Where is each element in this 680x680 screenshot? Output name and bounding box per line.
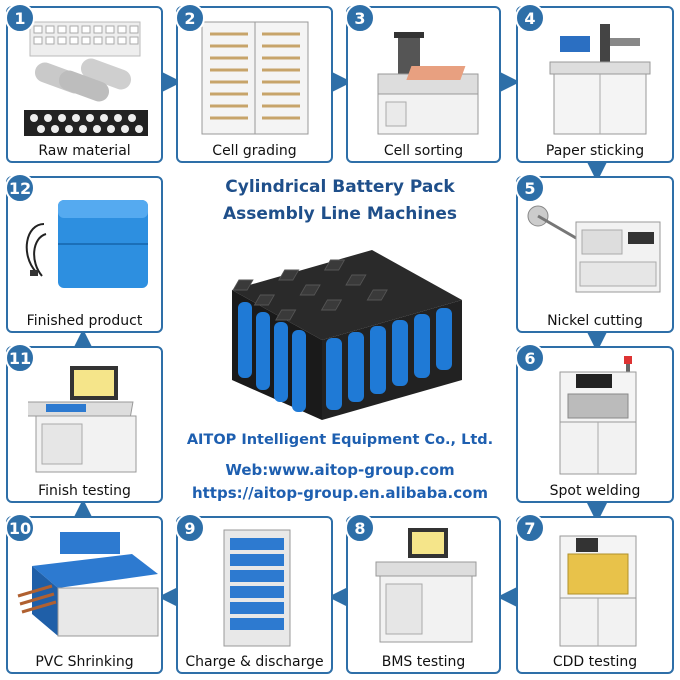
step-number-6: 6 (515, 343, 545, 373)
step-label-11: Finish testing (38, 483, 131, 499)
step-number-11: 11 (5, 343, 35, 373)
step-card-12: 12 Finished product (5, 173, 163, 333)
step-label-1: Raw material (38, 143, 131, 159)
step-number-10: 10 (5, 513, 35, 543)
alibaba-link[interactable]: https://aitop-group.en.alibaba.com (191, 484, 489, 502)
step-label-3: Cell sorting (383, 143, 464, 159)
step-label-2: Cell grading (212, 143, 297, 159)
bms-testing-machine-image (375, 528, 477, 643)
step-card-5: 5 Nickel cutting (515, 173, 674, 333)
step-label-5: Nickel cutting (547, 313, 643, 329)
pvc-shrinking-machine-image (17, 532, 159, 637)
step-label-4: Paper sticking (545, 143, 645, 159)
step-number-2: 2 (175, 3, 205, 33)
step-card-8: 8 BMS testing (345, 513, 501, 674)
step-number-8: 8 (345, 513, 375, 543)
cell-sorting-machine-image (377, 32, 479, 135)
step-label-8: BMS testing (381, 654, 466, 670)
step-label-7: CDD testing (552, 654, 638, 670)
spot-welding-machine-image (559, 356, 637, 475)
website-link[interactable]: Web:www.aitop-group.com (225, 461, 455, 479)
step-number-5: 5 (515, 173, 545, 203)
raw-material-image (24, 21, 148, 136)
battery-pack-image (232, 250, 462, 420)
title-line-2: Assembly Line Machines (223, 204, 457, 224)
step-card-1: 1 Raw material (5, 3, 163, 163)
step-card-2: 2 Cell grading (175, 3, 333, 163)
step-number-4: 4 (515, 3, 545, 33)
step-card-9: 9 Charge & discharge (175, 513, 333, 674)
step-label-6: Spot welding (549, 483, 641, 499)
step-card-7: 7 CDD testing (515, 513, 674, 674)
step-number-1: 1 (5, 3, 35, 33)
step-number-3: 3 (345, 3, 375, 33)
paper-sticking-machine-image (549, 24, 651, 135)
step-label-12: Finished product (26, 313, 143, 329)
step-number-9: 9 (175, 513, 205, 543)
finished-product-image (25, 200, 148, 288)
cell-grading-machine-image (201, 21, 309, 135)
nickel-cutting-machine-image (527, 205, 661, 293)
company-name: AITOP Intelligent Equipment Co., Ltd. (186, 432, 494, 448)
step-card-11: 11 Finish testing (5, 343, 163, 503)
step-number-12: 12 (5, 173, 35, 203)
step-label-9: Charge & discharge (185, 654, 324, 670)
step-card-3: 3 Cell sorting (345, 3, 501, 163)
charge-discharge-cabinet-image (223, 529, 291, 647)
step-card-4: 4 Paper sticking (515, 3, 674, 163)
cdd-testing-machine-image (559, 535, 637, 647)
finish-testing-machine-image (28, 366, 137, 473)
step-card-10: 10 PVC Shrinking (5, 513, 163, 674)
step-label-10: PVC Shrinking (35, 654, 134, 670)
step-number-7: 7 (515, 513, 545, 543)
step-card-6: 6 Spot welding (515, 343, 674, 503)
title-line-1: Cylindrical Battery Pack (225, 177, 455, 197)
